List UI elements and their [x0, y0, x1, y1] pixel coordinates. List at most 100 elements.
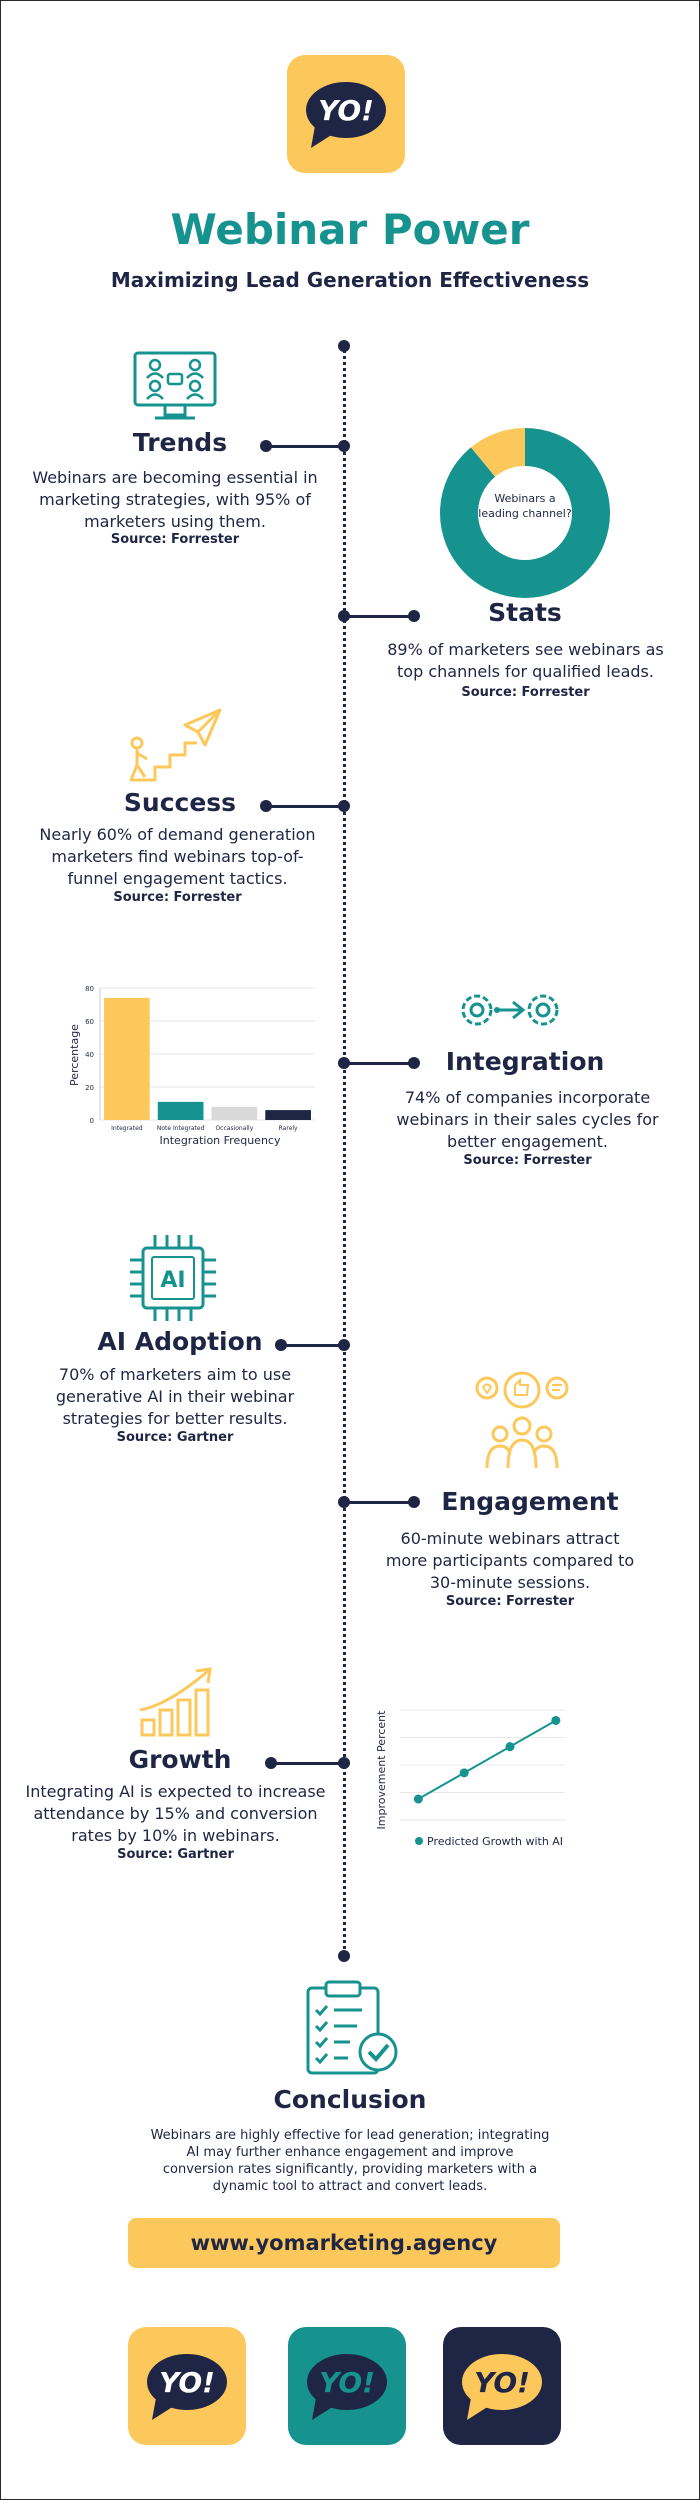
svg-text:YO!: YO! [474, 2366, 530, 2399]
footer-logo-navy: YO! [443, 2327, 561, 2445]
trends-source: Source: Forrester [110, 532, 240, 547]
integration-connector [343, 1062, 413, 1065]
line-point [459, 1768, 469, 1778]
ai-adoption-node-left [275, 1339, 287, 1351]
donut-slice [440, 428, 610, 598]
gears-icon [461, 994, 559, 1026]
header-logo: YO! [287, 55, 405, 173]
speech-bubble-icon: YO! [307, 2354, 387, 2420]
website-link[interactable]: www.yomarketing.agency [128, 2218, 560, 2268]
growth-node [338, 1757, 350, 1769]
growth-source: Source: Gartner [117, 1847, 234, 1862]
bar-chart: 0 20 40 60 80 Integrated Note Integrated Occas… [68, 985, 315, 1147]
integration-source: Source: Forrester [463, 1153, 592, 1168]
timeline-start-node [338, 340, 350, 352]
stats-body: 89% of marketers see webinars as top cha… [387, 640, 664, 681]
stats-node-right [408, 610, 420, 622]
engagement-source: Source: Forrester [445, 1594, 575, 1609]
trends-node [338, 440, 350, 452]
line-chart-ylabel: Improvement Percent [375, 1710, 388, 1830]
bar [265, 1110, 311, 1120]
line-point [413, 1794, 423, 1804]
stats-source: Source: Forrester [461, 685, 590, 700]
conclusion-body: Webinars are highly effective for lead g… [150, 2128, 550, 2194]
stats-title: Stats [488, 598, 562, 627]
integration-node [338, 1057, 350, 1069]
engagement-title: Engagement [441, 1487, 619, 1516]
bar-chart-ylabel: Percentage [68, 1024, 81, 1086]
donut-label-line1: Webinars a [494, 492, 555, 505]
trends-node-left [260, 440, 272, 452]
stats-connector [343, 615, 413, 618]
integration-title: Integration [445, 1047, 605, 1076]
trends-title: Trends [132, 428, 228, 457]
clipboard-check-icon [306, 1980, 398, 2075]
ai-adoption-body: 70% of marketers aim to use generative A… [55, 1365, 295, 1428]
bar-category-label: Note Integrated [157, 1125, 205, 1132]
stairs-paper-plane-icon [129, 708, 222, 782]
line-chart-legend: Predicted Growth with AI [427, 1835, 563, 1848]
growth-connector [270, 1762, 343, 1765]
speech-bubble-icon: YO! [306, 82, 386, 148]
timeline-end-node [338, 1950, 350, 1962]
bar [211, 1106, 258, 1120]
conclusion-title: Conclusion [273, 2085, 427, 2114]
bar-category-label: Integrated [111, 1125, 143, 1132]
ai-adoption-source: Source: Gartner [116, 1430, 234, 1445]
growth-chart-icon [139, 1667, 212, 1737]
speech-bubble-icon: YO! [462, 2354, 542, 2420]
engagement-node-right [408, 1496, 420, 1508]
logo-text: YO! [318, 94, 374, 127]
ai-adoption-title: AI Adoption [97, 1327, 263, 1356]
donut-chart: Webinars a leading channel? [440, 428, 610, 598]
growth-node-left [265, 1757, 277, 1769]
line-series [417, 1719, 557, 1800]
bar-category-label: Occasionally [215, 1125, 253, 1132]
bar-category-label: Rarely [279, 1125, 298, 1132]
svg-text:YO!: YO! [159, 2366, 215, 2399]
line-chart: Improvement Percent Predicted Growth wit… [375, 1709, 565, 1848]
timeline-line [343, 345, 346, 1955]
engagement-node [338, 1496, 350, 1508]
footer-logo-yellow: YO! [128, 2327, 246, 2445]
success-connector [265, 805, 343, 808]
line-point [505, 1742, 515, 1752]
donut-label-line2: leading channel? [478, 507, 572, 520]
bar-ytick-label: 80 [85, 985, 94, 993]
success-title: Success [123, 788, 237, 817]
success-body: Nearly 60% of demand generation marketer… [39, 825, 316, 888]
page-title: Webinar Power [170, 205, 530, 254]
bar-chart-xlabel: Integration Frequency [160, 1134, 281, 1147]
svg-text:YO!: YO! [319, 2366, 375, 2399]
bar [104, 997, 150, 1120]
success-node [338, 800, 350, 812]
engagement-body: 60-minute webinars attract more particip… [385, 1529, 635, 1592]
donut-hole [487, 475, 563, 551]
bar-ytick-label: 40 [85, 1051, 94, 1059]
bar [157, 1101, 204, 1120]
ai-adoption-node [338, 1339, 350, 1351]
success-node-left [260, 800, 272, 812]
bar-ytick-label: 60 [85, 1018, 94, 1026]
bar-ytick-label: 20 [85, 1084, 94, 1092]
integration-body: 74% of companies incorporate webinars in… [396, 1088, 659, 1151]
line-legend-marker [415, 1837, 423, 1845]
line-point [551, 1715, 561, 1725]
audience-feedback-icon [475, 1371, 569, 1469]
bar-ytick-label: 0 [90, 1117, 94, 1125]
ai-chip-icon: AI [130, 1235, 216, 1321]
integration-node-right [408, 1057, 420, 1069]
page-subtitle: Maximizing Lead Generation Effectiveness [110, 268, 590, 292]
video-conference-icon [133, 351, 217, 420]
trends-connector [265, 445, 343, 448]
ai-chip-label: AI [160, 1268, 185, 1293]
growth-body: Integrating AI is expected to increase a… [25, 1782, 326, 1845]
success-source: Source: Forrester [113, 890, 242, 905]
engagement-connector [343, 1501, 413, 1504]
growth-title: Growth [128, 1745, 232, 1774]
footer-logo-teal: YO! [288, 2327, 406, 2445]
speech-bubble-icon: YO! [147, 2354, 227, 2420]
stats-node [338, 610, 350, 622]
trends-body: Webinars are becoming essential in marke… [32, 468, 318, 531]
